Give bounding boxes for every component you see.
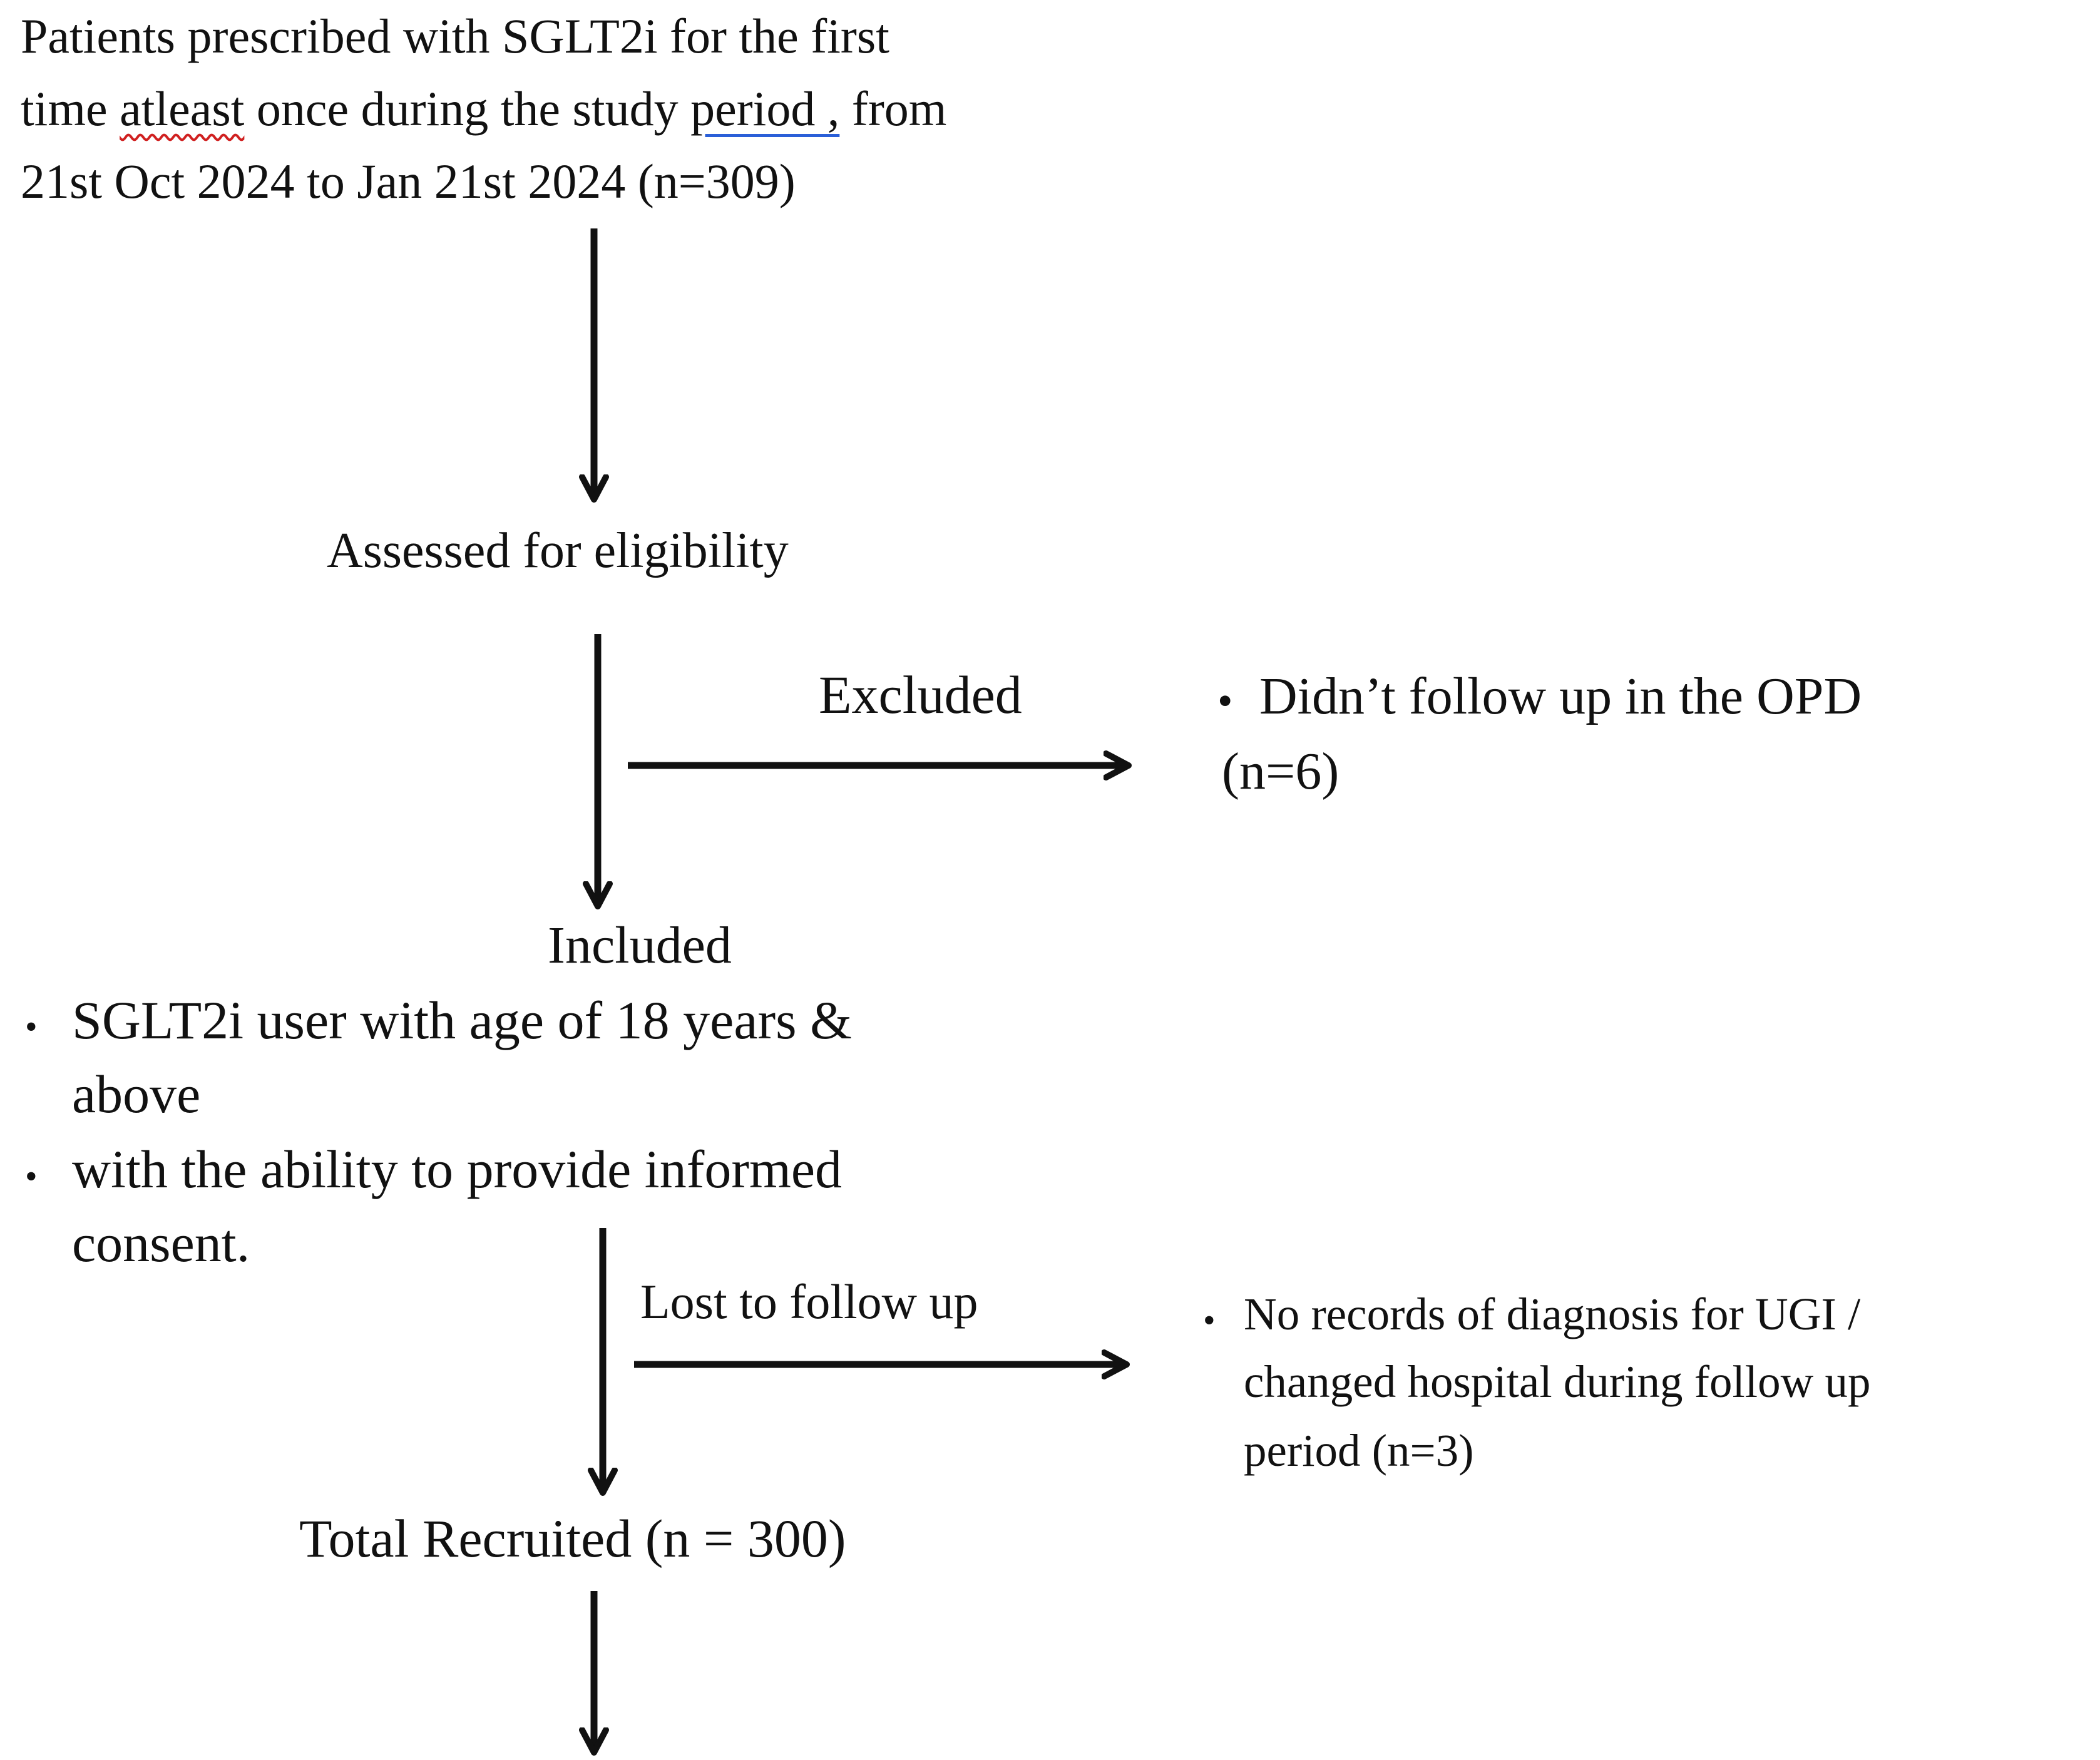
excluded-line-2: (n=6) bbox=[1222, 742, 1339, 801]
total-node: Total Recruited (n = 300) bbox=[299, 1508, 846, 1568]
assessed-node: Assessed for eligibility bbox=[327, 523, 789, 578]
start-line-3: 21st Oct 2024 to Jan 21st 2024 (n=309) bbox=[21, 154, 796, 208]
lost-line-2: changed hospital during follow up bbox=[1244, 1356, 1871, 1407]
start-line-2a: time bbox=[21, 81, 120, 136]
lost-label: Lost to follow up bbox=[640, 1274, 978, 1329]
start-line-2: time atleast once during the study perio… bbox=[21, 73, 946, 145]
included-item-2-line-1: with the ability to provide informed bbox=[72, 1139, 843, 1199]
bullet-icon: • bbox=[1217, 677, 1233, 725]
bullet-icon: • bbox=[25, 1157, 38, 1196]
spelling-flagged-word: atleast bbox=[120, 81, 245, 136]
bullet-icon: • bbox=[25, 1008, 38, 1046]
start-line-2e: from bbox=[839, 81, 947, 136]
included-title: Included bbox=[548, 916, 732, 975]
start-line-1: Patients prescribed with SGLT2i for the … bbox=[21, 9, 889, 63]
included-item-1-line-1: SGLT2i user with age of 18 years & bbox=[72, 990, 852, 1050]
included-item-2-line-2: consent. bbox=[72, 1213, 250, 1273]
grammar-flagged-word: period , bbox=[690, 81, 840, 136]
excluded-line-1: Didn’t follow up in the OPD bbox=[1259, 667, 1862, 725]
lost-line-1: No records of diagnosis for UGI / bbox=[1244, 1289, 1861, 1339]
included-item-1-line-2: above bbox=[72, 1064, 201, 1124]
lost-line-3: period (n=3) bbox=[1244, 1425, 1474, 1476]
start-line-2c: once during the study bbox=[244, 81, 691, 136]
bullet-icon: • bbox=[1203, 1301, 1216, 1340]
excluded-label: Excluded bbox=[819, 665, 1022, 725]
